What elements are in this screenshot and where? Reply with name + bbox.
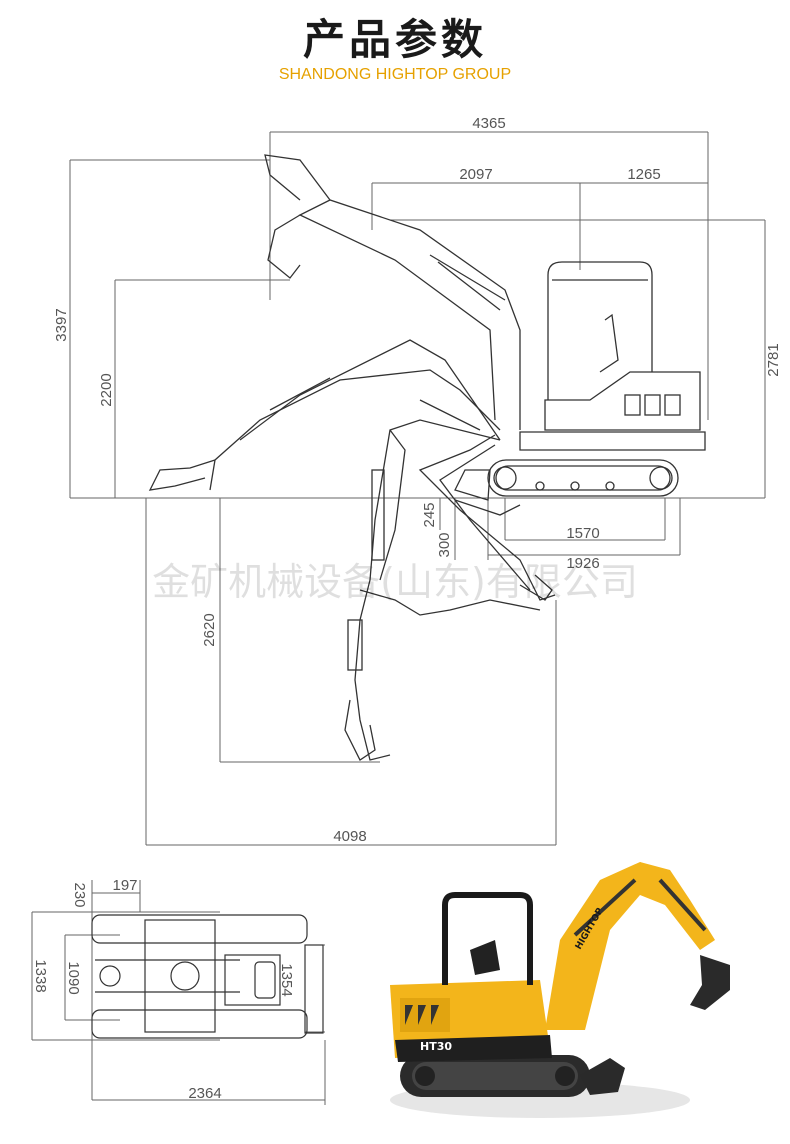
top-view-excavator-drawing bbox=[91, 914, 324, 1039]
bucket-image bbox=[690, 955, 730, 1010]
dim-total-width: 1338 bbox=[32, 959, 49, 992]
dim-dig-depth-small: 245 bbox=[421, 502, 438, 527]
dim-dump-height: 2200 bbox=[98, 373, 115, 406]
dim-arm-width: 230 bbox=[71, 882, 88, 907]
excavator-photo: HT30 HIGHTOP bbox=[390, 862, 730, 1118]
side-view-excavator-drawing bbox=[148, 154, 706, 761]
dim-max-reach: 4098 bbox=[333, 828, 366, 845]
dim-blade-width: 1354 bbox=[278, 963, 295, 996]
dim-cab-height: 2781 bbox=[765, 343, 782, 376]
dim-boom-reach-b: 1265 bbox=[627, 166, 660, 183]
page-subtitle: SHANDONG HIGHTOP GROUP bbox=[278, 66, 512, 83]
watermark-text: 金矿机械设备(山东)有限公司 bbox=[152, 560, 638, 604]
canopy-outline bbox=[547, 261, 653, 400]
dim-max-dig-depth: 2620 bbox=[201, 613, 218, 646]
boom-image bbox=[545, 862, 660, 1030]
page-title: 产品参数 bbox=[302, 15, 487, 64]
canopy-image bbox=[442, 892, 533, 985]
dim-blade-depth: 300 bbox=[436, 532, 453, 557]
dim-offset: 197 bbox=[112, 877, 137, 894]
side-view-dimension-lines bbox=[69, 131, 766, 846]
side-view-dimension-labels: 4365 2097 1265 3397 2200 2781 245 300 15… bbox=[53, 115, 782, 845]
dim-overall-length: 4365 bbox=[472, 115, 505, 132]
dim-boom-reach-a: 2097 bbox=[459, 166, 492, 183]
top-view-dimension-labels: 197 230 1338 1090 1354 2364 bbox=[32, 877, 295, 1102]
boom-lower bbox=[354, 419, 501, 761]
dim-track-overall: 1926 bbox=[566, 555, 599, 572]
top-view-dimension-lines bbox=[31, 880, 326, 1105]
dim-body-length: 2364 bbox=[188, 1085, 221, 1102]
model-label: HT30 bbox=[420, 1040, 452, 1053]
track-outline bbox=[487, 459, 679, 497]
body-outline bbox=[544, 371, 701, 431]
dim-max-height: 3397 bbox=[53, 308, 70, 341]
dim-track-length: 1570 bbox=[566, 525, 599, 542]
boom-upper bbox=[298, 199, 521, 430]
dim-track-gauge: 1090 bbox=[65, 961, 82, 994]
